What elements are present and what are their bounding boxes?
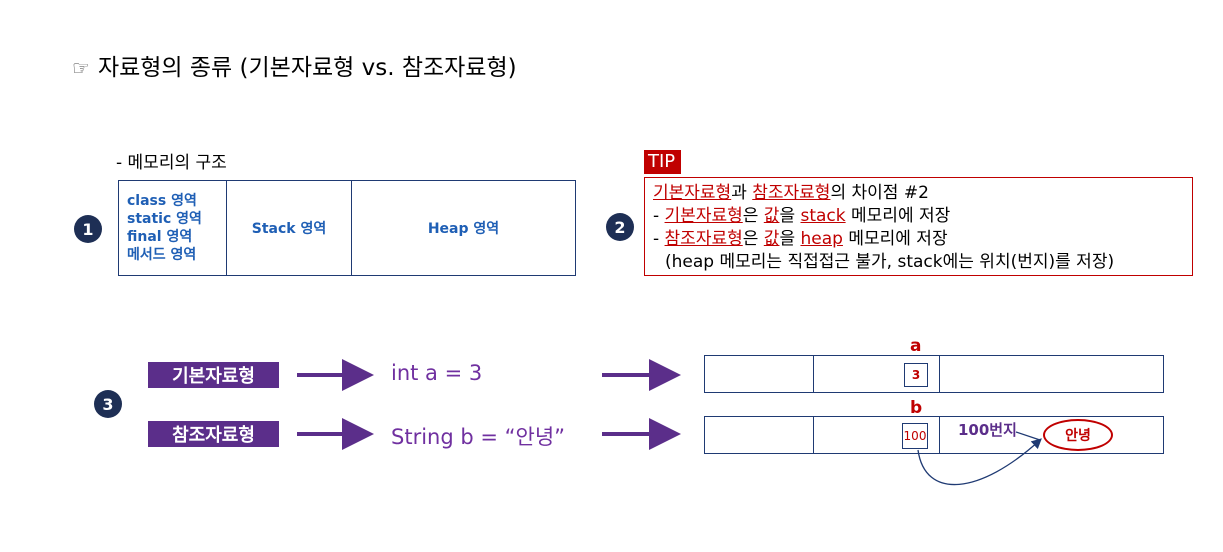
stack-cell-b: 100 [814, 417, 940, 453]
tip-term-reference: 참조자료형 [752, 183, 831, 203]
step-number-1: 1 [74, 215, 102, 243]
class-area-text: class 영역 [127, 193, 197, 209]
tip-text: 을 [779, 229, 801, 249]
tip-term-reference: 참조자료형 [664, 229, 743, 249]
heap-cell [940, 356, 1163, 392]
method-area-cell: class 영역 static 영역 final 영역 메서드 영역 [119, 181, 227, 275]
pointing-hand-icon: ☞ [72, 56, 90, 80]
memory-cell [705, 356, 814, 392]
static-area-text: static 영역 [127, 211, 202, 227]
tip-text: 메모리에 저장 [842, 229, 948, 249]
value-box-a: 3 [904, 363, 928, 387]
heap-area-cell: Heap 영역 [427, 221, 500, 237]
tip-term-primitive: 기본자료형 [653, 183, 732, 203]
tip-term-value: 값 [763, 229, 780, 249]
tip-text: 의 차이점 #2 [830, 183, 929, 203]
tip-line-4: (heap 메모리는 직접접근 불가, stack에는 위치(번지)를 저장) [665, 252, 1115, 272]
stack-area-cell: Stack 영역 [227, 181, 352, 275]
variable-name-b: b [910, 398, 923, 418]
page-title-text: 자료형의 종류 (기본자료형 vs. 참조자료형) [97, 55, 517, 81]
tip-text: 은 [742, 206, 764, 226]
memory-structure-label: - 메모리의 구조 [116, 153, 227, 173]
memory-cell [705, 417, 814, 453]
tip-line-1: 기본자료형과 참조자료형의 차이점 #2 [653, 182, 1184, 205]
tip-text: 은 [742, 229, 764, 249]
tip-line-3: - 참조자료형은 값을 heap 메모리에 저장 [653, 228, 1184, 251]
tip-text: - [653, 229, 665, 249]
tip-term-heap: heap [800, 229, 843, 249]
reference-type-badge: 참조자료형 [148, 421, 279, 447]
method-area-text: 메서드 영역 [127, 247, 197, 263]
variable-name-a: a [910, 336, 922, 356]
tip-term-value: 값 [763, 206, 780, 226]
address-label: 100번지 [958, 421, 1017, 439]
tip-box: 기본자료형과 참조자료형의 차이점 #2 - 기본자료형은 값을 stack 메… [644, 177, 1193, 276]
primitive-type-badge: 기본자료형 [148, 362, 279, 388]
tip-text: 메모리에 저장 [845, 206, 951, 226]
value-box-b: 100 [902, 423, 928, 449]
memory-structure-table: class 영역 static 영역 final 영역 메서드 영역 Stack… [118, 180, 576, 276]
tip-tag: TIP [644, 150, 682, 174]
final-area-text: final 영역 [127, 229, 193, 245]
step-number-2: 2 [606, 213, 634, 241]
tip-text: - [653, 206, 665, 226]
memory-row-primitive: 3 [704, 355, 1164, 393]
heap-object-oval: 안녕 [1043, 419, 1113, 451]
tip-term-primitive: 기본자료형 [664, 206, 743, 226]
reference-code: String b = “안녕” [391, 425, 566, 449]
stack-cell-a: 3 [814, 356, 940, 392]
tip-line-2: - 기본자료형은 값을 stack 메모리에 저장 [653, 205, 1184, 228]
tip-text: 을 [779, 206, 801, 226]
step-number-3: 3 [94, 390, 122, 418]
tip-text: 과 [731, 183, 753, 203]
tip-term-stack: stack [800, 206, 846, 226]
primitive-code: int a = 3 [391, 361, 483, 385]
page-title: ☞ 자료형의 종류 (기본자료형 vs. 참조자료형) [72, 48, 517, 82]
